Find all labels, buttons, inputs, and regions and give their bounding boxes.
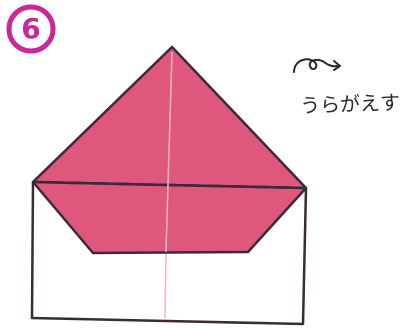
step-number: 6 — [21, 12, 41, 45]
horizontal-fold-line — [32, 180, 307, 190]
step-badge-circle-icon — [6, 4, 56, 54]
center-crease-lower — [164, 251, 167, 319]
flip-over-arrow-icon — [293, 58, 341, 73]
center-crease-upper — [165, 51, 173, 253]
